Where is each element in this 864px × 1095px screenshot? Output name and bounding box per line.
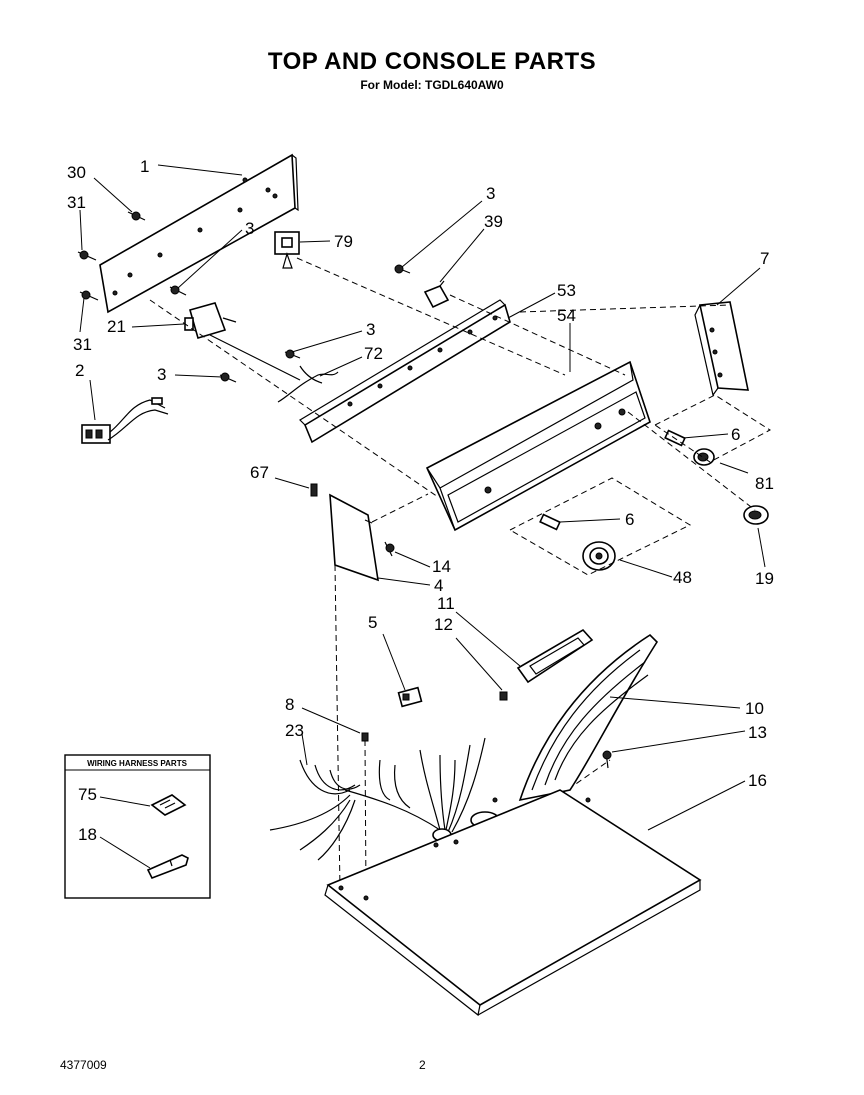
callout-3-a: 3 bbox=[245, 219, 254, 238]
switch-21 bbox=[184, 302, 301, 381]
screw-31-bottom bbox=[79, 290, 99, 301]
callout-54: 54 bbox=[557, 306, 576, 325]
callout-8: 8 bbox=[285, 695, 294, 714]
document-number: 4377009 bbox=[60, 1058, 107, 1072]
screw-14 bbox=[384, 541, 395, 557]
terminal-18 bbox=[146, 854, 189, 880]
end-cap-7 bbox=[694, 301, 749, 397]
clip-12 bbox=[499, 691, 508, 701]
callout-3-d: 3 bbox=[366, 320, 375, 339]
duct-10 bbox=[518, 633, 659, 802]
model-subtitle: For Model: TGDL640AW0 bbox=[360, 78, 504, 92]
callout-79: 79 bbox=[334, 232, 353, 251]
page-title: TOP AND CONSOLE PARTS bbox=[267, 48, 597, 75]
callout-67: 67 bbox=[250, 463, 269, 482]
callout-30: 30 bbox=[67, 163, 86, 182]
screw-31-top bbox=[77, 250, 97, 261]
explosion-lines bbox=[149, 257, 771, 896]
callout-19: 19 bbox=[755, 569, 774, 588]
screw-30 bbox=[127, 211, 146, 221]
wiring-harness-inset: WIRING HARNESS PARTS 75 18 bbox=[64, 754, 211, 899]
callout-labels: 1 30 31 3 31 21 2 3 79 3 39 3 72 53 54 7… bbox=[67, 157, 774, 790]
callout-53: 53 bbox=[557, 281, 576, 300]
screw-3-d bbox=[284, 349, 301, 359]
callout-7: 7 bbox=[760, 249, 769, 268]
callout-4: 4 bbox=[434, 576, 443, 595]
callout-3-b: 3 bbox=[157, 365, 166, 384]
switch-79 bbox=[274, 231, 300, 269]
callout-14: 14 bbox=[432, 557, 451, 576]
inset-label-75: 75 bbox=[78, 785, 97, 804]
callout-23: 23 bbox=[285, 721, 304, 740]
callout-21: 21 bbox=[107, 317, 126, 336]
inset-title: WIRING HARNESS PARTS bbox=[87, 759, 188, 768]
callout-72: 72 bbox=[364, 344, 383, 363]
clip-8 bbox=[361, 732, 369, 742]
spring-6-lower bbox=[539, 513, 561, 531]
clip-67 bbox=[310, 483, 318, 497]
leader-lines bbox=[79, 164, 766, 831]
callout-31-bottom: 31 bbox=[73, 335, 92, 354]
callout-81: 81 bbox=[755, 474, 774, 493]
callout-31-top: 31 bbox=[67, 193, 86, 212]
harness-plug-2 bbox=[81, 397, 169, 444]
screw-3-c bbox=[394, 264, 411, 274]
callout-1: 1 bbox=[140, 157, 149, 176]
screw-3-b bbox=[219, 372, 237, 383]
dial-knob-48 bbox=[582, 541, 616, 571]
callout-13: 13 bbox=[748, 723, 767, 742]
terminal-block-75 bbox=[150, 794, 187, 816]
inset-label-18: 18 bbox=[78, 825, 97, 844]
callout-3-c: 3 bbox=[486, 184, 495, 203]
screw-3-a bbox=[169, 285, 187, 296]
front-console-54 bbox=[425, 360, 651, 532]
page-number: 2 bbox=[419, 1058, 426, 1072]
knob-19 bbox=[743, 505, 769, 525]
callout-48: 48 bbox=[673, 568, 692, 587]
callout-6-lower: 6 bbox=[625, 510, 634, 529]
bracket-39 bbox=[423, 280, 450, 309]
console-back-panel bbox=[99, 153, 299, 314]
wire-72 bbox=[277, 365, 339, 403]
bracket-11 bbox=[516, 628, 594, 684]
callout-12: 12 bbox=[434, 615, 453, 634]
callout-10: 10 bbox=[745, 699, 764, 718]
connector-5 bbox=[397, 686, 423, 708]
callout-39: 39 bbox=[484, 212, 503, 231]
callout-11: 11 bbox=[437, 594, 455, 613]
top-panel-16 bbox=[324, 789, 702, 1017]
bracket-4 bbox=[329, 493, 379, 582]
callout-2: 2 bbox=[75, 361, 84, 380]
knob-81 bbox=[693, 448, 715, 466]
callout-16: 16 bbox=[748, 771, 767, 790]
callout-5: 5 bbox=[368, 613, 377, 632]
screw-13 bbox=[602, 750, 612, 769]
callout-6-upper: 6 bbox=[731, 425, 740, 444]
